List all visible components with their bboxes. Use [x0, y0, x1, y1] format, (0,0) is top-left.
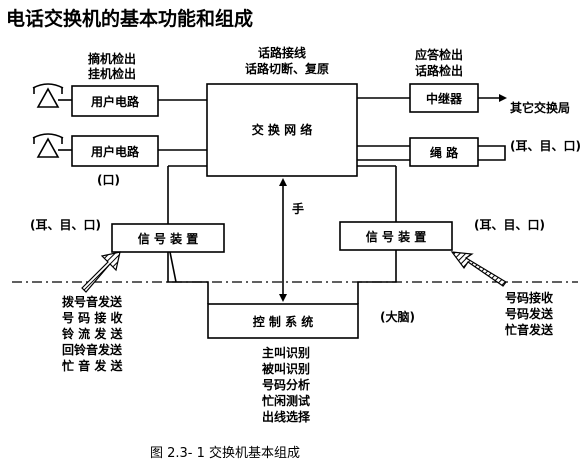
- ear-eye-mouth-label: (耳、目、口): [474, 218, 545, 232]
- left-functions-list: 拨号音发送 号 码 接 收 铃 流 发 送 回铃音发送 忙 音 发 送: [62, 294, 124, 373]
- signal-device-label: 信 号 装 置: [366, 229, 427, 244]
- function-item: 号码接收: [505, 290, 553, 305]
- function-item: 号码分析: [262, 377, 310, 392]
- right-signal-arrow: [450, 251, 507, 287]
- switching-network-box: [206, 83, 358, 177]
- control-system-box: [207, 303, 359, 339]
- function-item: 主叫识别: [262, 345, 310, 360]
- function-item: 铃 流 发 送: [62, 326, 124, 341]
- control-functions-list: 主叫识别 被叫识别 号码分析 忙闲测试 出线选择: [262, 345, 311, 424]
- left-signal-arrow: [81, 251, 121, 293]
- function-item: 出线选择: [262, 409, 311, 424]
- user-circuit-label: 用户电路: [90, 144, 140, 159]
- telephone-icon: [32, 133, 64, 158]
- function-item: 忙闲测试: [262, 393, 310, 408]
- function-item: 被叫识别: [262, 361, 310, 376]
- user-circuit-box: [71, 135, 159, 167]
- function-item: 忙 音 发 送: [62, 358, 124, 373]
- cord-label: 绳 路: [430, 145, 459, 160]
- figure-caption: 图 2.3- 1 交换机基本组成: [150, 445, 300, 461]
- ear-eye-mouth-label: (耳、目、口): [510, 139, 581, 153]
- function-item: 号码发送: [505, 306, 554, 321]
- note-path-detect: 话路检出: [415, 63, 463, 78]
- control-system-label: 控 制 系 统: [253, 314, 314, 329]
- user-circuit-box: [71, 85, 159, 117]
- note-onhook-detect: 挂机检出: [88, 66, 136, 81]
- brain-label: (大脑): [380, 309, 415, 324]
- note-offhook-detect: 摘机检出: [88, 51, 136, 66]
- cord-box: [409, 137, 479, 167]
- hand-label: 手: [292, 201, 304, 216]
- note-disconnect: 话路切断、复原: [245, 61, 329, 76]
- note-connect: 话路接线: [258, 45, 306, 60]
- trunk-label: 中继器: [426, 91, 463, 106]
- mouth-label: (口): [97, 173, 120, 187]
- other-exchange-label: 其它交换局: [510, 100, 570, 115]
- signal-device-label: 信 号 装 置: [138, 231, 199, 246]
- ear-eye-mouth-label: (耳、目、口): [30, 218, 101, 232]
- function-item: 回铃音发送: [62, 342, 123, 357]
- note-answer-detect: 应答检出: [415, 47, 463, 62]
- telephone-icon: [32, 83, 64, 108]
- user-circuit-label: 用户电路: [90, 94, 140, 109]
- signal-device-box: [339, 221, 453, 251]
- function-item: 号 码 接 收: [62, 310, 123, 325]
- switching-network-label: 交 换 网 络: [252, 122, 313, 137]
- function-item: 忙音发送: [505, 322, 554, 337]
- diagram-title: 电话交换机的基本功能和组成: [6, 7, 253, 30]
- function-item: 拨号音发送: [62, 294, 123, 309]
- right-functions-list: 号码接收 号码发送 忙音发送: [505, 290, 554, 337]
